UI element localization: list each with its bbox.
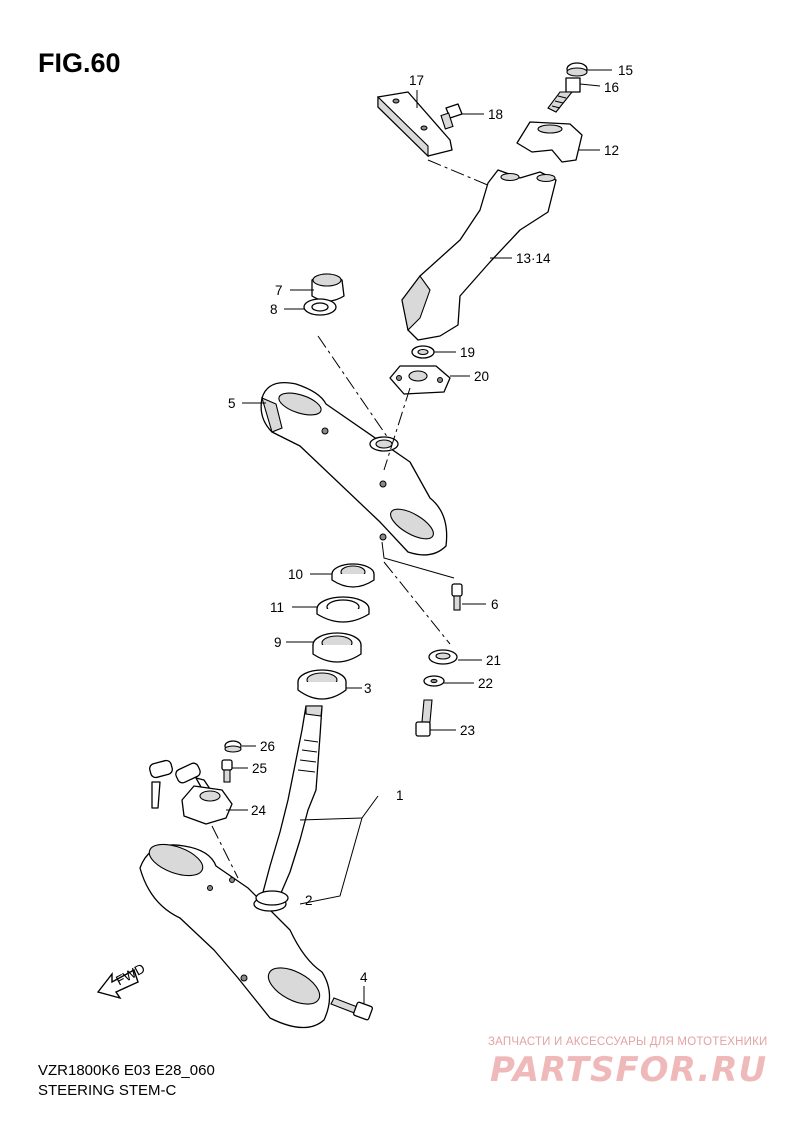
part-17-clamp-plate	[377, 91, 453, 158]
callout-26: 26	[260, 739, 275, 754]
callout-8: 8	[270, 302, 278, 317]
callout-17: 17	[409, 73, 424, 88]
callout-15: 15	[618, 63, 633, 78]
callout-2: 2	[305, 893, 313, 908]
lower-bracket	[139, 843, 331, 1029]
part-12-upper-holder	[516, 121, 583, 163]
watermark-tagline: ЗАПЧАСТИ И АКСЕССУАРЫ ДЛЯ МОТОТЕХНИКИ	[488, 1036, 768, 1048]
part-13-14-handlebar-riser	[401, 169, 557, 341]
callout-10: 10	[288, 567, 303, 582]
assembly-line-20	[383, 387, 411, 471]
leader-1b	[299, 817, 363, 821]
part-8-washer	[303, 298, 337, 316]
part-24-steering-lock	[181, 785, 233, 825]
leader-lines	[226, 69, 612, 1004]
assembly-line-21	[383, 561, 451, 645]
part-18-bolt	[440, 103, 463, 130]
figure-title: FIG.60	[38, 48, 121, 78]
callout-24: 24	[251, 803, 267, 818]
callout-6: 6	[491, 597, 499, 612]
callout-23: 23	[460, 723, 475, 738]
part-2-dust-seal	[255, 890, 289, 906]
part-5-upper-bracket	[260, 381, 448, 556]
assembly-line-17	[427, 159, 491, 187]
assembly-line-24	[211, 825, 239, 879]
part-11-washer	[316, 596, 370, 623]
callout-18: 18	[488, 107, 503, 122]
callout-5: 5	[228, 396, 236, 411]
part-7-cap	[311, 273, 345, 302]
part-6-bolt	[451, 583, 463, 611]
callout-22: 22	[478, 676, 493, 691]
part-26-cap	[224, 740, 242, 753]
callout-1: 1	[396, 788, 404, 803]
part-19-washer	[411, 345, 435, 359]
part-4-bolt	[330, 997, 373, 1021]
callout-7: 7	[275, 283, 283, 298]
part-15-cap	[566, 62, 588, 77]
callout-labels: 15 16 17 18 12 13·14 7 8 19 20 5 10 6 11…	[228, 63, 633, 985]
leader-1	[299, 795, 379, 905]
callout-16: 16	[604, 80, 619, 95]
part-3-bearing	[297, 669, 347, 700]
callout-9: 9	[274, 635, 282, 650]
part-1-steering-stem	[261, 705, 323, 901]
part-9-bearing	[312, 632, 362, 663]
callout-4: 4	[360, 970, 368, 985]
callout-25: 25	[252, 761, 267, 776]
model-code: VZR1800K6 E03 E28_060	[38, 1062, 215, 1079]
callout-11: 11	[270, 600, 284, 615]
part-21-washer	[428, 649, 458, 665]
callout-21: 21	[486, 653, 501, 668]
section-name: STEERING STEM-C	[38, 1082, 177, 1099]
part-16-bolt	[547, 77, 581, 113]
watermark-brand: PARTSFOR.RU	[490, 1050, 768, 1090]
fwd-arrow: FWD	[96, 961, 148, 1000]
assembly-line-6	[381, 541, 455, 579]
assembly-line-8	[317, 335, 389, 439]
part-23-bolt	[415, 699, 433, 737]
part-22-washer	[423, 675, 445, 687]
callout-20: 20	[474, 369, 489, 384]
callout-13-14: 13·14	[516, 251, 551, 266]
part-25-bolt	[221, 759, 233, 783]
part-20-plate	[389, 365, 451, 395]
callout-3: 3	[364, 681, 372, 696]
part-10-lock-nut	[331, 563, 375, 588]
callout-12: 12	[604, 143, 619, 158]
callout-19: 19	[460, 345, 475, 360]
